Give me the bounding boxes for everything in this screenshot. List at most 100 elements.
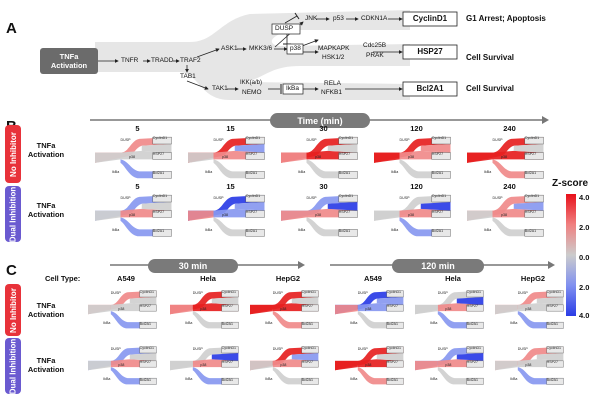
mini-node-label: CyclinD1 — [524, 135, 540, 140]
node-ask1: ASK1 — [221, 45, 238, 52]
output-mini-box — [152, 136, 172, 145]
mini-node-label: Bcl2A1 — [139, 321, 152, 326]
colorbar-tick-4: 4.0 — [579, 311, 590, 320]
output-mini-box — [431, 152, 451, 160]
c-row-label-1: TNFa Activation — [27, 301, 65, 319]
mini-node-label: Bcl2A1 — [301, 321, 314, 326]
mini-node-label: IkBa — [112, 228, 120, 233]
mini-node-label: p38 — [408, 154, 414, 159]
heat-segment — [335, 304, 358, 315]
mini-node-label: Bcl2A1 — [524, 228, 537, 233]
mini-node-label: HSP27 — [546, 360, 559, 365]
mini-node-label: IkBa — [205, 228, 213, 233]
timepoint-label: 5 — [135, 182, 140, 191]
output-mini-box — [139, 346, 157, 354]
node-mkk: MKK3/6 — [249, 45, 273, 52]
output-mini-box — [524, 194, 544, 203]
mini-node-label: HSP27 — [524, 210, 537, 215]
mini-node-label: p38 — [118, 362, 125, 367]
mini-node-label: CyclinD1 — [524, 193, 540, 198]
heat-segment — [335, 360, 358, 371]
timepoint-label: 30 — [319, 124, 328, 133]
output-mini-box — [139, 290, 157, 298]
output-mini-box — [386, 360, 404, 368]
node-dusp: DUSP — [275, 25, 294, 32]
time-header-pill: Time (min) — [270, 113, 370, 128]
mini-node-label: p38 — [525, 306, 532, 311]
output-mini-box — [386, 346, 404, 354]
heat-segment — [291, 297, 319, 305]
mini-node-label: DUSP — [517, 291, 528, 296]
mini-node-label: Bcl2A1 — [466, 321, 479, 326]
panel-letter-a: A — [6, 20, 17, 37]
output-mini-box — [301, 304, 319, 312]
hsp27-box — [402, 44, 458, 60]
output-mini-box — [221, 360, 239, 368]
node-traf2: TRAF2 — [180, 57, 201, 64]
heat-segment — [95, 152, 121, 163]
mini-node-label: DUSP — [213, 137, 224, 142]
output-mini-box — [221, 321, 239, 329]
colorbar-tick-1: 2.0 — [579, 223, 590, 232]
output-mini-box — [221, 304, 239, 312]
mini-node-label: CyclinD1 — [386, 289, 402, 294]
mini-node-label: HSP27 — [431, 210, 444, 215]
mini-node-label: HSP27 — [301, 304, 314, 309]
heat-segment — [376, 297, 404, 305]
mini-node-label: CyclinD1 — [338, 135, 354, 140]
mini-node-label: HSP27 — [466, 304, 479, 309]
colorbar-tick-0: 4.0 — [579, 193, 590, 202]
mini-node-label: HSP27 — [221, 360, 234, 365]
output-mini-box — [466, 304, 484, 312]
mini-node-label: IkBa — [510, 377, 518, 382]
mini-node-label: HSP27 — [431, 152, 444, 157]
mini-node-label: IkBa — [350, 377, 358, 382]
cell-type-a549: A549 — [117, 274, 135, 283]
c-row-label-2: TNFa Activation — [27, 356, 65, 374]
mini-node-label: Bcl2A1 — [524, 170, 537, 175]
mini-node-label: DUSP — [357, 291, 368, 296]
mini-node-label: DUSP — [110, 291, 121, 296]
mini-node-label: Bcl2A1 — [338, 170, 351, 175]
mini-node-label: DUSP — [213, 195, 224, 200]
mini-node-label: IkBa — [298, 170, 306, 175]
mini-node-label: HSP27 — [139, 304, 152, 309]
mini-node-label: p38 — [501, 212, 507, 217]
node-cdc25b: Cdc25B — [363, 42, 387, 49]
output-mini-box — [139, 304, 157, 312]
output-mini-box — [524, 229, 544, 237]
output-mini-box — [524, 210, 544, 218]
mini-node-label: p38 — [222, 154, 228, 159]
p38-box — [286, 43, 304, 55]
outcome-survival-2: Cell Survival — [466, 84, 515, 93]
output-mini-box — [301, 290, 319, 298]
mini-node-label: IkBa — [185, 321, 193, 326]
heat-segment — [95, 210, 121, 221]
heat-segment — [211, 353, 239, 361]
mini-node-label: p38 — [200, 306, 207, 311]
output-mini-box — [546, 360, 564, 368]
mini-node-label: CyclinD1 — [431, 193, 447, 198]
c-tab-no-inhibitor: No Inhibitor — [5, 284, 21, 336]
heat-segment — [170, 360, 193, 371]
mini-node-label: CyclinD1 — [245, 193, 261, 198]
output-mini-box — [466, 360, 484, 368]
heat-segment — [513, 202, 544, 211]
output-mini-box — [524, 171, 544, 179]
heat-segment — [467, 210, 493, 221]
b-row-label-1: TNFa Activation — [27, 141, 65, 159]
mini-node-label: DUSP — [492, 195, 503, 200]
heat-segment — [536, 297, 564, 305]
node-tnfr: TNFR — [121, 57, 139, 64]
output-mini-box — [338, 171, 358, 179]
node-nfkb1: NFKB1 — [321, 89, 342, 96]
output-mini-box — [386, 377, 404, 385]
mini-node-label: Bcl2A1 — [245, 170, 258, 175]
mini-node-label: DUSP — [357, 347, 368, 352]
